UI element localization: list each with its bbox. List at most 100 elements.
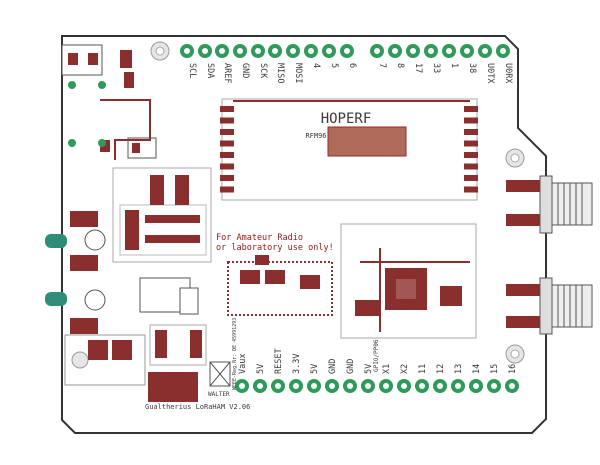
top-pin-hole bbox=[500, 48, 506, 54]
top-pin-label: 38 bbox=[467, 63, 477, 73]
module-pad bbox=[220, 152, 234, 158]
led-indicators bbox=[45, 211, 106, 334]
top-pin-label: U0RX bbox=[503, 63, 513, 84]
module-pad bbox=[220, 175, 234, 181]
module-pad bbox=[464, 140, 478, 147]
top-pin-label: 6 bbox=[347, 63, 357, 68]
bottom-pin-hole bbox=[239, 383, 245, 389]
top-pin-hole bbox=[255, 48, 261, 54]
top-pin-hole bbox=[344, 48, 350, 54]
bottom-pin-hole bbox=[509, 383, 515, 389]
bottom-pin-hole bbox=[473, 383, 479, 389]
mounting-hole-bottom-left bbox=[71, 351, 89, 369]
mcu-chip bbox=[385, 268, 427, 310]
bottom-pin-label: 14 bbox=[472, 364, 482, 374]
top-pin-hole bbox=[410, 48, 416, 54]
top-pin-hole bbox=[446, 48, 452, 54]
module-pad bbox=[464, 129, 478, 135]
bottom-pin-label: 13 bbox=[454, 364, 464, 374]
top-pin-hole bbox=[308, 48, 314, 54]
top-pin-label: U0TX bbox=[485, 63, 495, 84]
bottom-pin-hole bbox=[365, 383, 371, 389]
top-pin-hole bbox=[237, 48, 243, 54]
bottom-pin-hole bbox=[347, 383, 353, 389]
top-pin-header bbox=[180, 44, 510, 58]
module-pad bbox=[220, 140, 234, 147]
bottom-pin-header bbox=[235, 379, 519, 393]
module-chip bbox=[327, 126, 407, 157]
module-pad bbox=[464, 163, 478, 170]
bottom-pin-label: X2 bbox=[400, 364, 410, 374]
bottom-pin-label: 11 bbox=[418, 364, 428, 374]
bottom-pin-hole bbox=[455, 383, 461, 389]
module-pad bbox=[464, 186, 478, 193]
footer-label: Gualtherius LoRaHAM V2.06 bbox=[145, 403, 250, 411]
module-brand: HOPERF bbox=[321, 111, 372, 127]
top-pin-label: AREF bbox=[222, 63, 232, 83]
weee-symbol bbox=[209, 361, 231, 387]
top-pin-hole bbox=[482, 48, 488, 54]
top-pin-hole bbox=[374, 48, 380, 54]
warning-line-1: For Amateur Radio bbox=[216, 233, 303, 243]
bottom-pin-label: Vaux bbox=[238, 354, 248, 374]
bottom-pin-label: GND bbox=[346, 359, 356, 374]
top-pin-hole bbox=[392, 48, 398, 54]
bottom-pin-label: 12 bbox=[436, 364, 446, 374]
rf-module: HOPERF RFM96 bbox=[220, 98, 478, 201]
module-pad bbox=[220, 186, 234, 193]
power-section bbox=[64, 277, 207, 402]
module-part: RFM96 bbox=[305, 132, 326, 140]
bottom-pin-hole bbox=[275, 383, 281, 389]
bottom-pin-hole bbox=[401, 383, 407, 389]
bottom-pin-hole bbox=[437, 383, 443, 389]
bottom-pin-label: X1 bbox=[382, 364, 392, 374]
module-pad bbox=[464, 175, 478, 181]
module-pad bbox=[220, 163, 234, 170]
top-pin-label: 8 bbox=[395, 63, 405, 68]
top-pin-hole bbox=[272, 48, 278, 54]
bottom-pin-hole bbox=[329, 383, 335, 389]
top-pin-label: MISO bbox=[275, 63, 285, 83]
top-pin-hole bbox=[326, 48, 332, 54]
bottom-pin-hole bbox=[257, 383, 263, 389]
module-pad bbox=[464, 152, 478, 158]
top-pin-hole bbox=[202, 48, 208, 54]
module-pad bbox=[464, 117, 478, 124]
module-pad bbox=[220, 129, 234, 135]
mounting-hole-bottom-right bbox=[505, 344, 525, 364]
top-pin-label: 5 bbox=[329, 63, 339, 68]
reg-number: WEEE-Reg.Nr: DE 45991293 bbox=[232, 318, 238, 390]
top-pin-label: 4 bbox=[311, 63, 321, 68]
left-components bbox=[61, 44, 157, 160]
bottom-pin-label: 15 bbox=[490, 364, 500, 374]
top-pin-hole bbox=[428, 48, 434, 54]
top-pin-label: 1 bbox=[449, 63, 459, 68]
top-pin-label: GND bbox=[240, 63, 250, 78]
warning-line-2: or laboratory use only! bbox=[216, 243, 334, 253]
module-pad bbox=[464, 106, 478, 112]
gpio-label: GPIO/PP06 bbox=[373, 339, 380, 372]
mcu-section bbox=[340, 223, 477, 339]
antenna-connector-top bbox=[506, 175, 593, 234]
top-pin-hole bbox=[464, 48, 470, 54]
filter-section bbox=[112, 167, 212, 263]
module-pad bbox=[220, 117, 234, 124]
bottom-pin-label: 5V bbox=[256, 364, 266, 374]
top-pin-label: 33 bbox=[431, 63, 441, 73]
bottom-pin-label: 3.3V bbox=[292, 354, 302, 374]
top-pin-label: SDA bbox=[205, 63, 215, 78]
bottom-pin-hole bbox=[293, 383, 299, 389]
bottom-pin-hole bbox=[419, 383, 425, 389]
top-pin-hole bbox=[184, 48, 190, 54]
top-pin-label: MOSI bbox=[293, 63, 303, 83]
top-pin-label: SCL bbox=[187, 63, 197, 78]
top-pin-hole bbox=[290, 48, 296, 54]
bottom-pin-hole bbox=[491, 383, 497, 389]
bottom-pin-label: RESET bbox=[274, 348, 284, 374]
mounting-hole-top-right bbox=[505, 148, 525, 168]
weee-label: WALTER bbox=[208, 391, 230, 398]
bottom-pin-hole bbox=[383, 383, 389, 389]
top-pin-hole bbox=[219, 48, 225, 54]
